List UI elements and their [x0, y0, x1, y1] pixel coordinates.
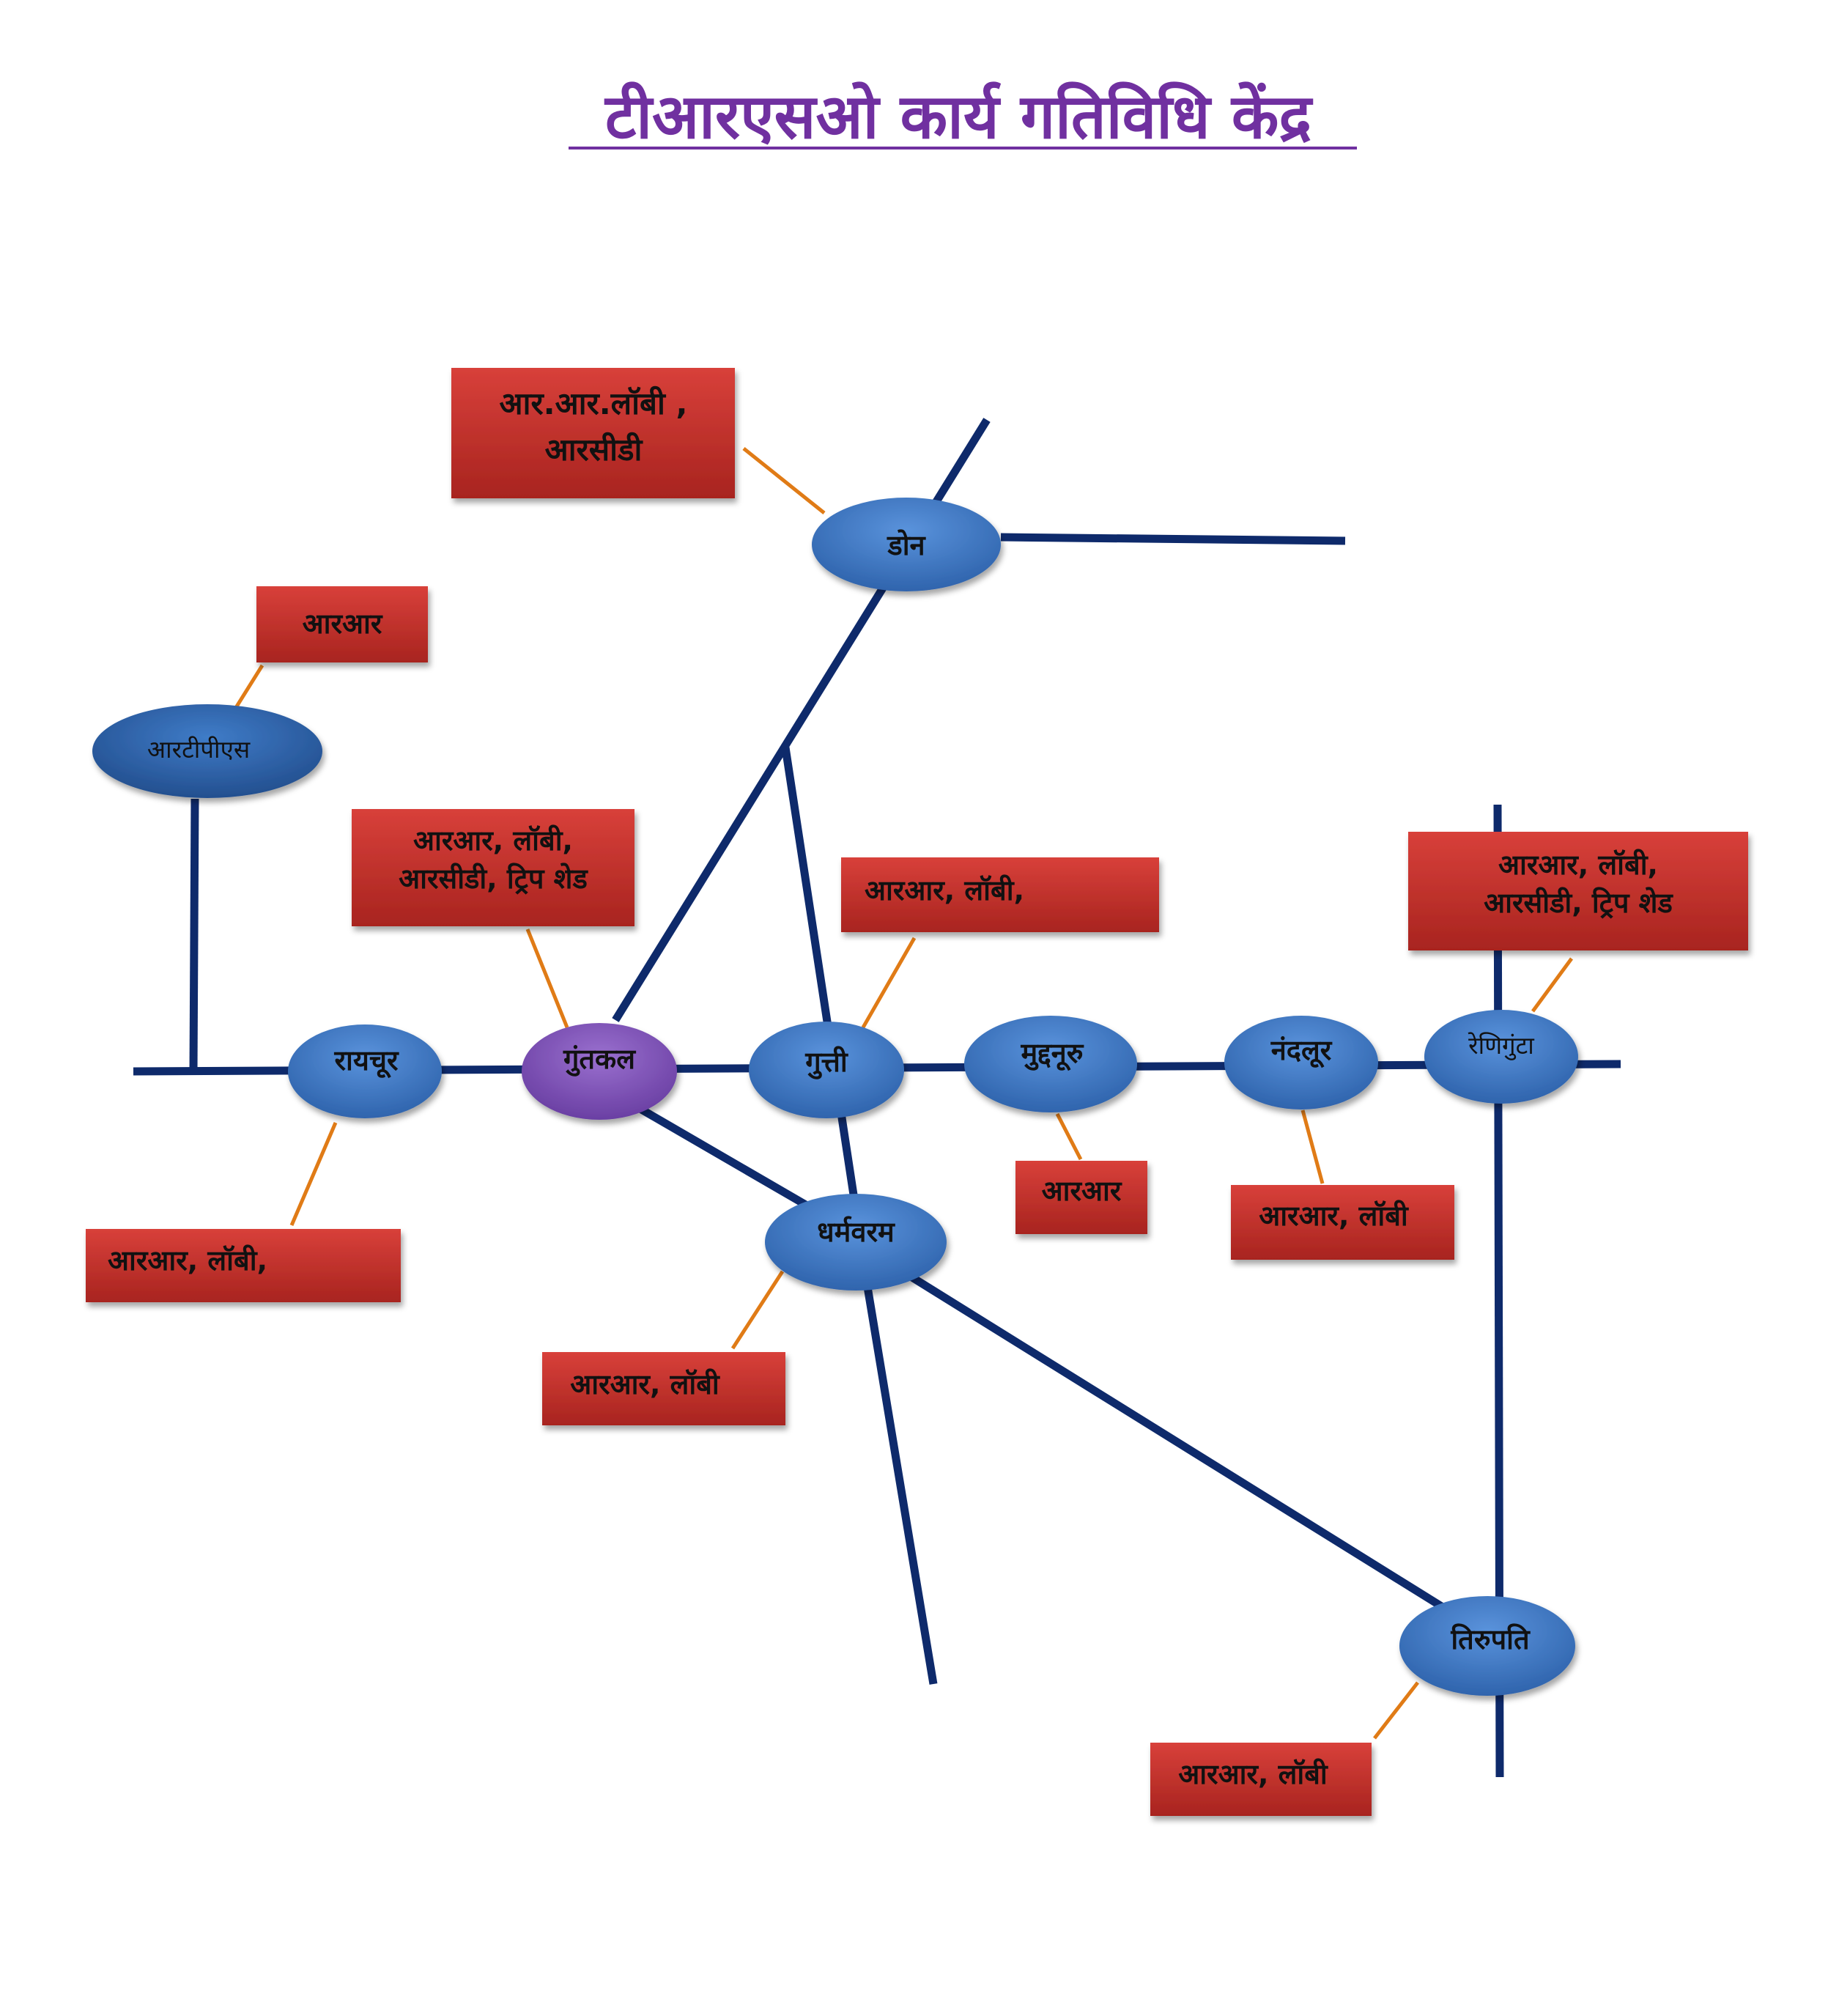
station-nandalur-label: नंदलूर: [1270, 1034, 1333, 1068]
facility-box-don: आर.आर.लॉबी , आरसीडी: [451, 368, 735, 498]
station-tirupati-label: तिरुपति: [1450, 1623, 1531, 1655]
track-dharmavaram-south: [862, 1282, 938, 1685]
facility-box-raichur: आरआर, लॉबी,: [86, 1229, 401, 1302]
connector-dharmavaram: [730, 1270, 785, 1350]
facility-tirupati-label: आरआर, लॉबी: [1178, 1758, 1328, 1790]
facility-guntakal-line1: आरआर, लॉबी,: [413, 824, 573, 857]
facility-renigunta-line1: आरआर, लॉबी,: [1498, 849, 1658, 881]
connectors: [231, 447, 1574, 1740]
facility-box-raichur-rect: [86, 1229, 401, 1302]
facility-box-muddanuru-rect: [1015, 1161, 1147, 1234]
station-rtps-shape[interactable]: [92, 704, 322, 798]
station-dharmavaram[interactable]: धर्मवरम: [765, 1194, 947, 1291]
facility-dharmavaram-label: आरआर, लॉबी: [570, 1368, 720, 1400]
station-nodes: डोन आरटीपीएस रायचूर गुंतकल गुत्ती मुद्दन…: [92, 498, 1578, 1696]
station-muddanuru[interactable]: मुद्दनूरु: [964, 1016, 1137, 1112]
station-renigunta-shape[interactable]: [1424, 1010, 1578, 1104]
station-nandalur[interactable]: नंदलूर: [1224, 1016, 1378, 1109]
station-muddanuru-label: मुद्दनूरु: [1021, 1037, 1084, 1071]
facility-box-guntakal: आरआर, लॉबी, आरसीडी, ट्रिप शेड: [352, 809, 634, 926]
facility-muddanuru-label: आरआर: [1042, 1175, 1122, 1207]
facility-box-rtps-rect: [256, 586, 428, 662]
facility-box-gooty-rect: [841, 857, 1159, 932]
station-tirupati-shape[interactable]: [1399, 1596, 1575, 1696]
title-group: टीआरएसओ कार्य गतिविधि केंद्र: [569, 81, 1357, 152]
station-don-label: डोन: [887, 529, 926, 561]
connector-renigunta: [1531, 957, 1574, 1013]
station-guntakal-label: गुंतकल: [563, 1043, 636, 1077]
facility-box-muddanuru: आरआर: [1015, 1161, 1147, 1234]
station-raichur[interactable]: रायचूर: [288, 1024, 442, 1118]
station-raichur-shape[interactable]: [288, 1024, 442, 1118]
facility-box-nandalur: आरआर, लॉबी: [1231, 1185, 1454, 1260]
facility-box-nandalur-rect: [1231, 1185, 1454, 1260]
station-dharmavaram-label: धर्मवरम: [817, 1216, 895, 1248]
station-rtps[interactable]: आरटीपीएस: [92, 704, 322, 798]
facility-box-dharmavaram-rect: [542, 1352, 785, 1425]
station-nandalur-shape[interactable]: [1224, 1016, 1378, 1109]
page-title: टीआरएसओ कार्य गतिविधि केंद्र: [604, 81, 1314, 152]
facility-box-renigunta-rect: [1408, 832, 1748, 950]
station-don-shape[interactable]: [812, 498, 1001, 591]
station-guntakal[interactable]: गुंतकल: [522, 1023, 677, 1120]
station-tirupati[interactable]: तिरुपति: [1399, 1596, 1575, 1696]
station-renigunta[interactable]: रेणिगुंटा: [1424, 1010, 1578, 1104]
facility-raichur-line1: आरआर, लॉबी,: [108, 1244, 267, 1277]
facility-box-rtps: आरआर: [256, 586, 428, 662]
station-muddanuru-shape[interactable]: [964, 1016, 1137, 1112]
facility-guntakal-line2: आरसीडी, ट्रिप शेड: [399, 863, 588, 895]
facility-don-line1: आर.आर.लॉबी ,: [500, 385, 688, 421]
facility-box-tirupati: आरआर, लॉबी: [1150, 1743, 1372, 1816]
station-guntakal-shape[interactable]: [522, 1023, 677, 1120]
facility-gooty-line1: आरआर, लॉबी,: [865, 874, 1024, 907]
station-rtps-label: आरटीपीएस: [147, 735, 251, 764]
facility-box-don-rect: [451, 368, 735, 498]
track-rtps-branch: [189, 798, 199, 1072]
track-don-east: [1000, 533, 1346, 545]
facility-box-guntakal-rect: [352, 809, 634, 926]
connector-guntakal: [525, 928, 569, 1028]
station-gooty[interactable]: गुत्ती: [749, 1022, 904, 1118]
track-fork-gooty: [781, 747, 860, 1210]
facility-nandalur-label: आरआर, लॉबी: [1259, 1200, 1409, 1232]
station-don[interactable]: डोन: [812, 498, 1001, 591]
facility-box-gooty: आरआर, लॉबी,: [841, 857, 1159, 932]
track-dharmavaram-tirupati: [906, 1271, 1460, 1620]
station-dharmavaram-shape[interactable]: [765, 1194, 947, 1291]
facility-don-line2: आरसीडी: [545, 432, 644, 468]
facility-box-dharmavaram: आरआर, लॉबी: [542, 1352, 785, 1425]
facility-box-renigunta: आरआर, लॉबी, आरसीडी, ट्रिप शेड: [1408, 832, 1748, 950]
connector-don: [742, 447, 826, 514]
station-renigunta-label: रेणिगुंटा: [1468, 1031, 1535, 1060]
connector-tirupati: [1373, 1681, 1419, 1740]
connector-rtps: [231, 664, 264, 714]
connector-raichur: [289, 1122, 338, 1226]
facility-renigunta-line2: आरसीडी, ट्रिप शेड: [1484, 887, 1673, 919]
facility-rtps-label: आरआर: [303, 608, 383, 640]
connector-gooty: [861, 937, 917, 1029]
station-gooty-label: गुत्ती: [804, 1046, 848, 1079]
facility-boxes: आर.आर.लॉबी , आरसीडी आरआर आरआर, लॉबी, आरस…: [86, 368, 1748, 1816]
track-guntakal-dharmavaram: [628, 1099, 815, 1213]
facility-box-tirupati-rect: [1150, 1743, 1372, 1816]
connector-muddanuru: [1055, 1112, 1083, 1161]
station-raichur-label: रायचूर: [333, 1044, 399, 1079]
station-gooty-shape[interactable]: [749, 1022, 904, 1118]
connector-nandalur: [1300, 1109, 1325, 1184]
